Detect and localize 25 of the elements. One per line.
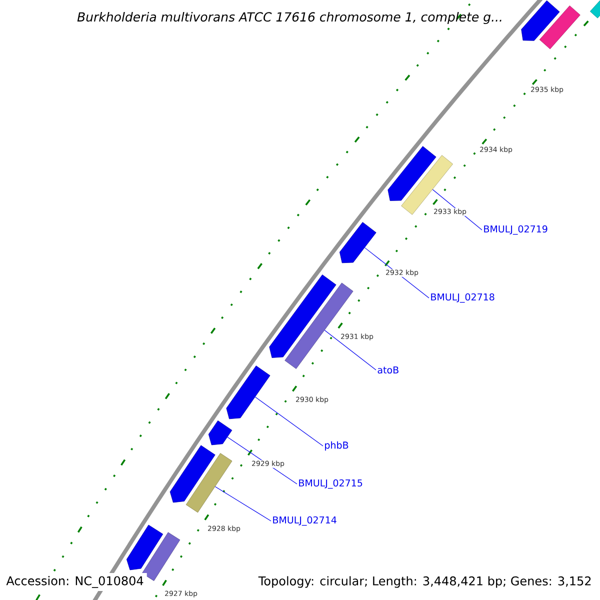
gene-bar [186,453,232,513]
gene-block [269,274,336,358]
gene-label: phbB [325,441,348,451]
gene-block [388,146,436,201]
gene-label: BMULJ_02714 [273,516,336,526]
gene-bar [590,0,600,18]
gene-label: atoB [378,366,398,374]
gene-block [170,445,216,503]
accession-text: Accession: NC_010804 [3,573,147,591]
gene-label: BMULJ_02715 [299,479,362,489]
gene-block [340,222,376,264]
gene-block [208,420,232,446]
leader-line [324,330,376,370]
gene-label: BMULJ_02718 [431,293,494,303]
leader-line [214,486,272,522]
gene-block [521,0,560,41]
title: Burkholderia multivorans ATCC 17616 chromosome 1, complete g... [77,12,502,24]
leader-line [254,396,324,446]
gene-block [126,524,164,570]
gene-bar [539,6,580,50]
gene-bar [142,532,180,582]
gene-block [226,366,270,420]
gene-bar [401,155,454,215]
topology-text: Topology: circular; Length: 3,448,421 bp; Genes: 3,152 [256,574,594,590]
gene-label: BMULJ_02719 [484,225,548,235]
